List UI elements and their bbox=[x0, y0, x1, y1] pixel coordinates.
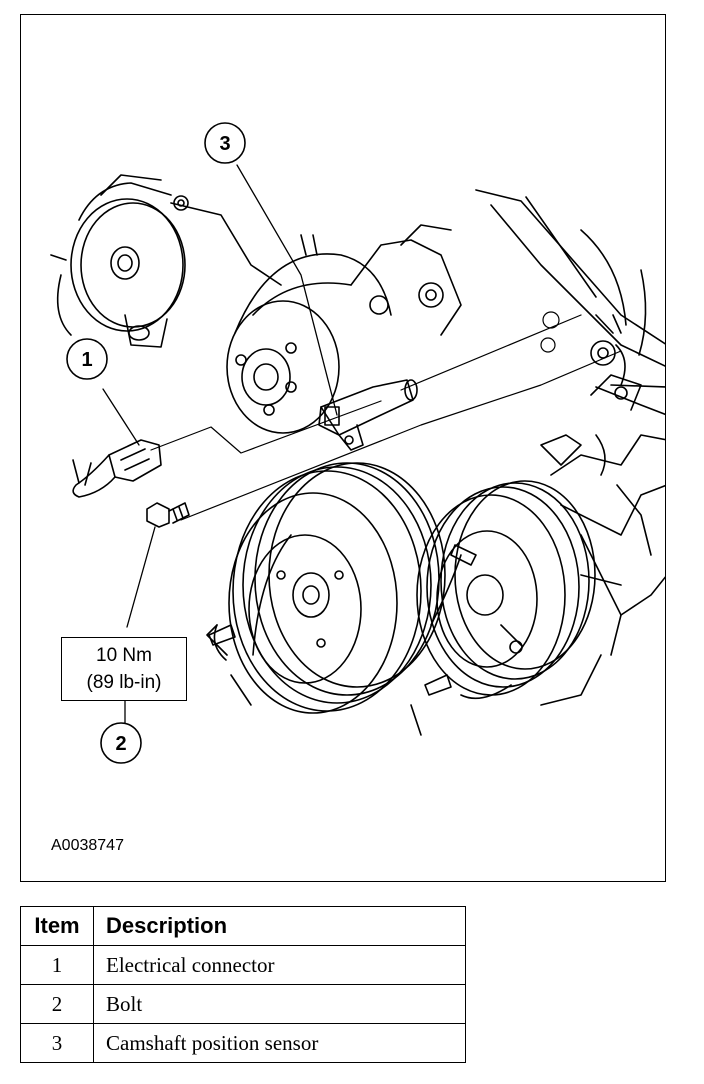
engine-block-outline bbox=[475, 189, 665, 416]
water-pump-pulley bbox=[226, 224, 462, 434]
figure-id: A0038747 bbox=[51, 837, 124, 854]
row-description: Camshaft position sensor bbox=[93, 1023, 466, 1063]
legend-header-row: Item Description bbox=[20, 906, 466, 946]
svg-text:2: 2 bbox=[115, 733, 126, 755]
torque-spec-box: 10 Nm (89 lb-in) bbox=[61, 637, 187, 701]
row-item-number: 2 bbox=[20, 984, 94, 1024]
legend-table: Item Description 1 Electrical connector … bbox=[20, 906, 466, 1063]
power-steering-pulley bbox=[416, 480, 596, 700]
sensor-axis-line bbox=[150, 311, 622, 521]
callout-3: 3 bbox=[204, 122, 246, 164]
table-row: 2 Bolt bbox=[20, 984, 466, 1024]
sensor-bolt bbox=[146, 502, 190, 528]
header-item: Item bbox=[20, 906, 94, 946]
row-description: Electrical connector bbox=[93, 945, 466, 985]
row-description: Bolt bbox=[93, 984, 466, 1024]
pump-bracket bbox=[540, 374, 665, 706]
torque-metric: 10 Nm bbox=[96, 645, 152, 666]
callout-2: 2 bbox=[100, 722, 142, 764]
engine-line-drawing: 1 3 2 bbox=[50, 122, 665, 764]
camshaft-position-sensor bbox=[318, 379, 418, 451]
stud-bolts bbox=[208, 624, 452, 736]
row-item-number: 3 bbox=[20, 1023, 94, 1063]
callout-leader-lines bbox=[102, 164, 338, 724]
table-row: 3 Camshaft position sensor bbox=[20, 1023, 466, 1063]
crankshaft-pulley bbox=[206, 462, 446, 714]
svg-text:1: 1 bbox=[81, 349, 92, 371]
illustration-frame: 1 3 2 10 Nm (89 lb-in) A0038747 bbox=[20, 14, 666, 882]
tensioner-pulley bbox=[50, 174, 282, 348]
electrical-connector bbox=[72, 439, 162, 498]
row-item-number: 1 bbox=[20, 945, 94, 985]
table-row: 1 Electrical connector bbox=[20, 945, 466, 985]
header-description: Description bbox=[93, 906, 466, 946]
torque-imperial: (89 lb-in) bbox=[86, 672, 162, 693]
svg-text:3: 3 bbox=[219, 133, 230, 155]
callout-1: 1 bbox=[66, 338, 108, 380]
